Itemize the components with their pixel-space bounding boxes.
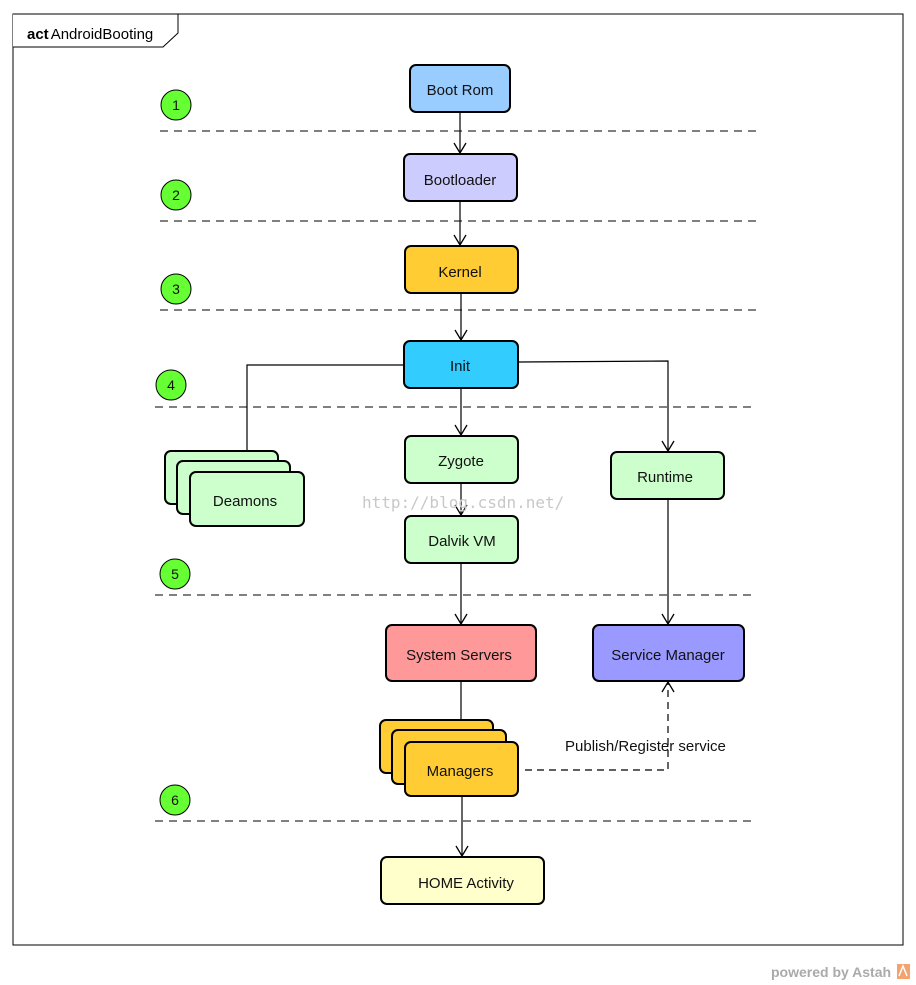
node-runtime: Runtime	[610, 451, 725, 500]
svg-text:Zygote: Zygote	[438, 453, 484, 470]
node-deamons: Deamons	[164, 450, 305, 527]
node-managers: Managers	[379, 719, 519, 797]
step-badge-1: 1	[160, 89, 192, 121]
node-service-manager: Service Manager	[592, 624, 745, 682]
svg-text:3: 3	[172, 281, 180, 297]
svg-text:Dalvik VM: Dalvik VM	[428, 533, 496, 550]
node-dalvik-vm: Dalvik VM	[404, 515, 519, 564]
node-home-activity: HOME Activity	[380, 856, 545, 905]
node-kernel: Kernel	[404, 245, 519, 294]
watermark: http://blog.csdn.net/	[362, 493, 564, 512]
node-init: Init	[403, 340, 519, 389]
svg-text:HOME Activity: HOME Activity	[418, 875, 514, 892]
node-bootloader: Bootloader	[403, 153, 518, 202]
frame-title-tab	[13, 13, 179, 48]
svg-text:Managers: Managers	[427, 763, 494, 780]
svg-text:5: 5	[171, 566, 179, 582]
powered-by-footer: powered by Astah	[771, 963, 910, 980]
svg-text:Bootloader: Bootloader	[424, 172, 497, 189]
svg-text:Runtime: Runtime	[637, 469, 693, 486]
step-badge-5: 5	[159, 558, 191, 590]
svg-text:6: 6	[171, 792, 179, 808]
node-system-servers: System Servers	[385, 624, 537, 682]
edge-init-runtime	[518, 360, 675, 453]
step-badge-3: 3	[160, 273, 192, 305]
svg-text:System Servers: System Servers	[406, 647, 512, 664]
svg-text:4: 4	[167, 377, 175, 393]
svg-text:Deamons: Deamons	[213, 493, 277, 510]
svg-text:Service Manager: Service Manager	[611, 647, 724, 664]
svg-text:Boot Rom: Boot Rom	[427, 82, 494, 99]
node-zygote: Zygote	[404, 435, 519, 484]
astah-logo-icon	[897, 963, 910, 979]
step-badge-4: 4	[155, 369, 187, 401]
step-badge-6: 6	[159, 784, 191, 816]
svg-text:Init: Init	[450, 358, 471, 375]
powered-by-text: powered by Astah	[771, 964, 891, 980]
svg-text:1: 1	[172, 97, 180, 113]
step-badge-2: 2	[160, 179, 192, 211]
edge-label-publish-register: Publish/Register service	[565, 738, 726, 755]
svg-text:Kernel: Kernel	[438, 264, 481, 281]
node-boot-rom: Boot Rom	[409, 64, 511, 113]
edge-init-deamons	[240, 364, 404, 474]
svg-text:2: 2	[172, 187, 180, 203]
